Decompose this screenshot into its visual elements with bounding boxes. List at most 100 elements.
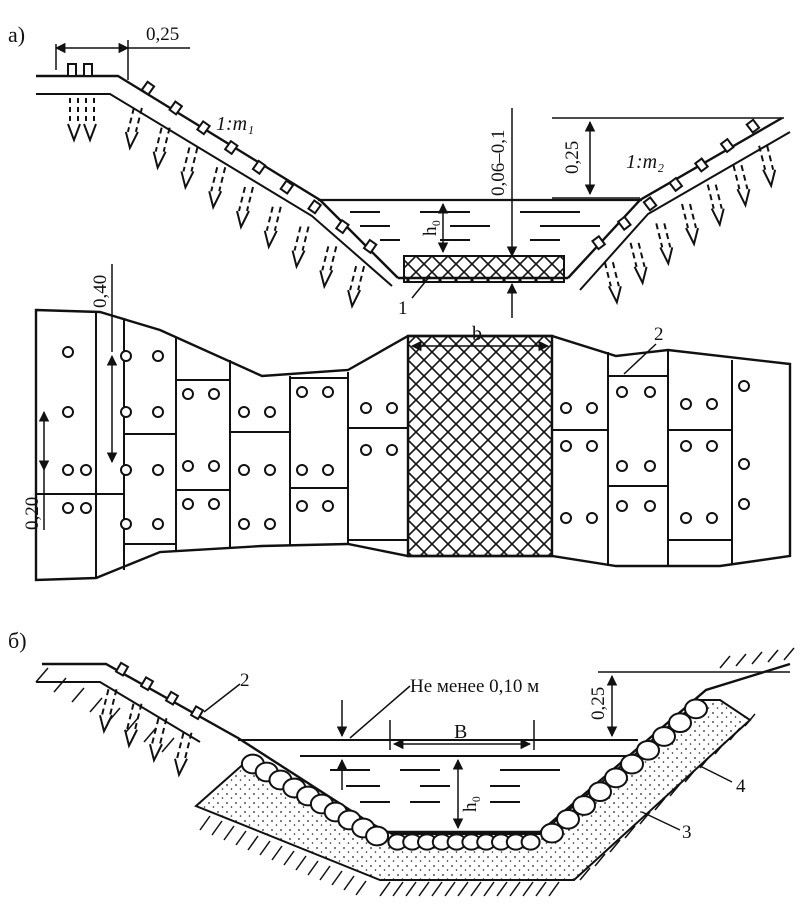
stake-hole	[152, 406, 164, 418]
stake-hole	[62, 502, 74, 514]
plan-dim-020: 0,20	[22, 497, 43, 530]
stake-shaft	[349, 265, 358, 291]
part-a-label: а)	[8, 22, 25, 47]
stake-shaft	[246, 186, 254, 212]
stake-shaft	[732, 164, 741, 190]
depth-label-a: h₀	[420, 220, 441, 236]
stone	[572, 795, 596, 816]
hatch-line	[295, 855, 307, 871]
stake-tip	[633, 266, 648, 286]
stake	[719, 137, 751, 209]
hatch-line	[654, 797, 666, 811]
dim-040: 0,40	[90, 264, 118, 464]
left-bank-line	[36, 74, 399, 279]
stake-hole	[560, 440, 572, 452]
stake	[124, 80, 156, 151]
stake-tip	[236, 210, 250, 230]
stake-tip	[124, 729, 138, 749]
stake-hole	[738, 380, 750, 392]
hatch-line	[125, 717, 139, 733]
callout-4: 4	[736, 776, 746, 797]
stake-hole	[560, 512, 572, 524]
hatch-line	[53, 677, 67, 693]
stake	[263, 179, 295, 250]
plan-view: b 0,40 0,20 2	[22, 264, 792, 582]
stake-shaft	[321, 246, 330, 271]
stake-hole	[182, 388, 194, 400]
stake-tip	[208, 190, 223, 211]
stake-hole	[152, 464, 164, 476]
stake-shaft	[134, 107, 143, 133]
stake	[124, 675, 155, 749]
bank-top-stakes	[67, 63, 97, 143]
plan-stake-holes	[62, 346, 750, 530]
hatch-line	[259, 840, 271, 856]
stake-tip	[736, 188, 751, 209]
dim-right-top-a: 0,25	[552, 117, 784, 199]
stake-tip	[659, 246, 674, 267]
stake-hole	[360, 444, 372, 456]
stake-hole	[80, 502, 92, 514]
right-slope-stakes	[591, 118, 777, 306]
slope-label-right: 1:m₂	[626, 151, 664, 173]
stake-hole	[560, 402, 572, 414]
dim-B: B	[389, 720, 535, 750]
stake	[291, 199, 323, 270]
callout-1: 1	[398, 298, 408, 319]
stake-hole	[296, 500, 308, 512]
stake-hole	[120, 406, 132, 418]
stake	[591, 234, 622, 306]
stake-shaft	[663, 223, 672, 248]
callout-2-leader-b	[203, 683, 241, 713]
ground-hatching	[35, 647, 795, 897]
stake-shaft	[126, 703, 135, 730]
stake-shaft	[273, 206, 282, 232]
hatch-line	[199, 815, 211, 831]
stake-shaft	[714, 184, 723, 209]
stake-hole	[322, 500, 334, 512]
stake-hole	[322, 386, 334, 398]
stake-hole	[706, 398, 718, 410]
stake-shaft	[109, 689, 118, 716]
stake	[668, 176, 699, 247]
dim-020: 0,20	[22, 410, 50, 530]
stake-hole	[264, 464, 276, 476]
stake-shaft	[159, 718, 168, 745]
hatch-line	[624, 825, 636, 839]
hatch-line	[35, 667, 49, 683]
callout-2-a: 2	[654, 324, 664, 345]
stake-head	[719, 137, 735, 154]
stake	[642, 196, 674, 267]
hatch-line	[319, 865, 331, 881]
stake-hole	[208, 498, 220, 510]
stake-hole	[586, 440, 598, 452]
freeboard-note: Не менее 0,10 м	[410, 676, 539, 697]
callout-4-leader	[699, 765, 733, 783]
stake-head	[114, 661, 130, 677]
hatch-line	[783, 647, 795, 661]
stake	[152, 100, 184, 171]
hatch-line	[509, 881, 521, 897]
stake-tip	[174, 758, 188, 778]
left-slope-stakes	[124, 80, 378, 309]
stake-tip	[347, 289, 362, 309]
stake-hole	[182, 460, 194, 472]
dim-025-right-b: 0,25	[588, 687, 609, 720]
stake-shaft	[611, 262, 620, 287]
callout-2-b: 2	[240, 670, 250, 691]
depth-label-b: h₀	[460, 796, 481, 812]
stake-shaft	[218, 166, 227, 192]
stake-hole	[264, 518, 276, 530]
stake-hole	[182, 498, 194, 510]
water-dashes-b	[330, 769, 560, 803]
hatch-line	[418, 881, 430, 897]
callout-2-leader-a	[623, 343, 657, 375]
stone	[556, 808, 580, 830]
stake-tip	[99, 714, 113, 735]
stake-hole	[120, 518, 132, 530]
stake-hole	[238, 406, 250, 418]
hatch-line	[714, 741, 726, 755]
hatch-line	[729, 727, 741, 741]
callout-3-leader	[641, 811, 681, 831]
stake-hole	[386, 444, 398, 456]
